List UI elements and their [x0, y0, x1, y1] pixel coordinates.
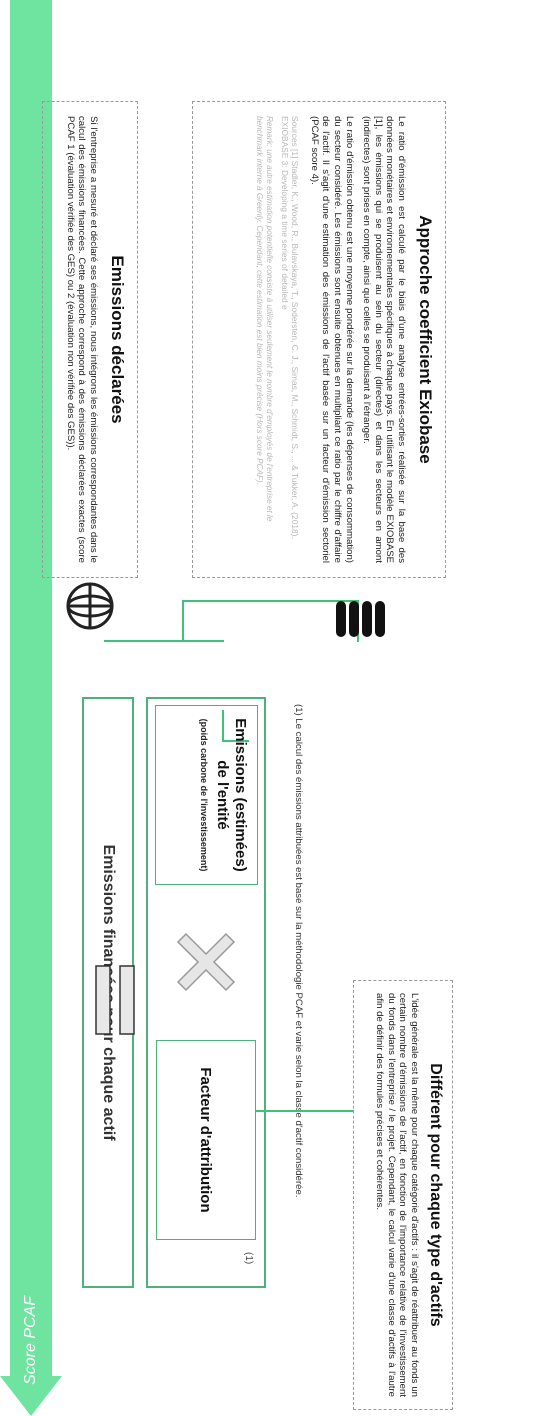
- exiobase-sources: Sources [1] Stadler, K., Wood, R., Bulav…: [280, 116, 301, 539]
- declared-emissions-text: Si l'entreprise a mesuré et déclaré ses …: [64, 116, 99, 563]
- banner-arrow: [0, 0, 62, 1416]
- attribution-factor-box: Facteur d'attribution: [156, 1040, 256, 1240]
- exiobase-text-1: Le ratio d'émission est calculé par le b…: [361, 116, 407, 563]
- attribution-factor-title: Facteur d'attribution: [197, 1067, 215, 1213]
- exiobase-box: Approche coefficient Exiobase Le ratio d…: [192, 101, 446, 578]
- database-icon: [336, 601, 385, 637]
- attribution-footnote-marker: (1): [243, 1252, 254, 1265]
- declared-emissions-title: Emissions déclarées: [108, 255, 127, 424]
- connector-vertical: [104, 640, 224, 642]
- entity-emissions-box: Emissions (estimées) de l'entité (poids …: [155, 705, 258, 885]
- equals-icon: [95, 965, 135, 1035]
- exiobase-text-2: Le ratio d'émission obtenu est une moyen…: [308, 116, 355, 563]
- banner-label-wrap: Score PCAF: [0, 1296, 62, 1385]
- asset-type-title: Différent pour chaque type d'actifs: [427, 1063, 444, 1327]
- multiply-icon: [176, 932, 236, 992]
- entity-emissions-title: Emissions (estimées) de l'entité: [214, 718, 249, 872]
- connector-attribution: [256, 1110, 354, 1112]
- exiobase-remark: Remark: une autre estimation potentielle…: [254, 116, 274, 522]
- asset-type-text: L'idée générale est la même pour chaque …: [374, 993, 420, 1397]
- exiobase-title: Approche coefficient Exiobase: [416, 215, 435, 464]
- globe-icon: [66, 582, 114, 630]
- entity-emissions-subtitle: (poids carbone de l'investissement): [199, 718, 209, 872]
- asset-type-box: Différent pour chaque type d'actifs L'id…: [353, 980, 453, 1410]
- declared-emissions-box: Emissions déclarées Si l'entreprise a me…: [42, 101, 138, 578]
- connector-to-globe: [182, 600, 184, 642]
- banner-label: Score PCAF: [22, 1295, 39, 1385]
- footnote-text: (1) Le calcul des émissions attribuées e…: [293, 704, 304, 1198]
